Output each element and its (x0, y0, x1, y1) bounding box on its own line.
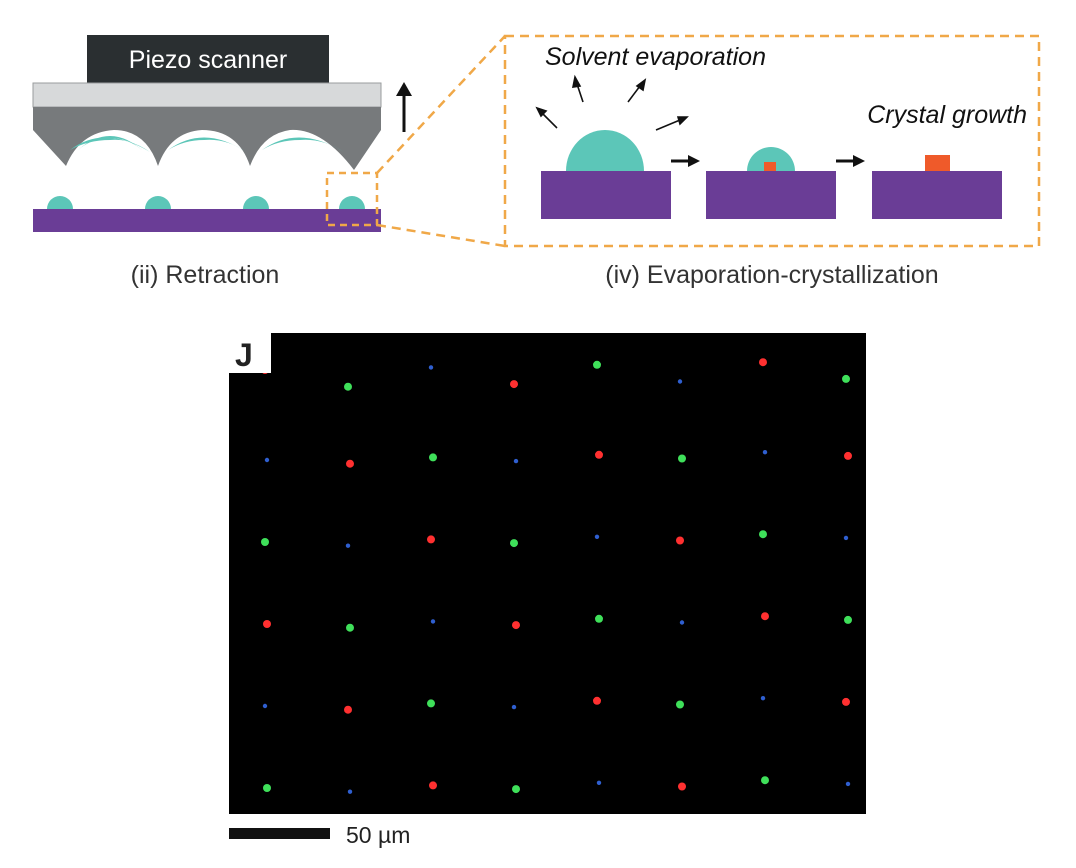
scale-bar-label: 50 µm (346, 822, 410, 848)
blue-dot (513, 458, 519, 464)
grown-crystal (925, 155, 950, 171)
blue-dot (845, 781, 851, 787)
green-dot (263, 784, 271, 792)
red-dot (761, 612, 769, 621)
fluorescent-dot-array (261, 358, 852, 794)
scanner-plate (32, 82, 382, 108)
piezo-scanner-block (87, 35, 329, 83)
blue-dot (760, 696, 766, 701)
retraction-caption: (ii) Retraction (131, 261, 280, 289)
evaporation-panel: Solvent evaporation Crystal growth (iv) … (503, 34, 1041, 289)
solvent-droplet (566, 130, 644, 171)
evaporation-arrows-icon (535, 74, 689, 131)
substrate (33, 209, 381, 232)
pen-ink (70, 137, 150, 152)
green-dot (761, 776, 769, 785)
blue-dot (762, 450, 768, 455)
pen-ink (262, 137, 344, 152)
micrograph-image (229, 333, 866, 814)
panel-letter: J (235, 337, 253, 373)
red-dot (344, 705, 352, 714)
zoom-region-box (325, 171, 379, 227)
green-dot (844, 615, 852, 624)
red-dot (427, 535, 435, 544)
red-dot (759, 358, 767, 367)
crystal-nucleus (764, 162, 776, 171)
blue-dot (843, 535, 849, 541)
green-dot (346, 623, 354, 632)
green-dot (759, 530, 767, 539)
blue-dot (596, 780, 602, 785)
substrate (872, 171, 1002, 219)
zoom-connector (376, 35, 506, 174)
ink-droplet (243, 196, 269, 209)
blue-dot (679, 620, 685, 625)
green-dot (510, 539, 518, 548)
piezo-scanner-label: Piezo scanner (129, 46, 287, 74)
evaporation-caption: (iv) Evaporation-crystallization (605, 261, 938, 289)
red-dot (346, 459, 354, 468)
process-arrow-icon (836, 155, 865, 167)
solvent-evaporation-label: Solvent evaporation (545, 43, 766, 71)
ink-droplet (47, 196, 73, 209)
retraction-arrow-icon (396, 82, 412, 132)
blue-dot (428, 365, 434, 370)
red-dot (263, 620, 271, 628)
retraction-panel: Piezo scanner (ii) Retraction (32, 35, 412, 289)
red-dot (595, 450, 603, 459)
green-dot (593, 360, 601, 369)
green-dot (429, 453, 437, 462)
green-dot (344, 382, 352, 391)
crystal-growth-label: Crystal growth (867, 101, 1027, 129)
red-dot (510, 380, 518, 389)
blue-dot (594, 534, 600, 539)
substrate (706, 171, 836, 219)
green-dot (842, 374, 850, 383)
scale-bar (229, 828, 330, 839)
blue-dot (677, 379, 683, 384)
blue-dot (347, 789, 353, 794)
ink-droplet (339, 196, 365, 209)
green-dot (676, 700, 684, 709)
micrograph-panel: J 50 µm (229, 333, 866, 848)
blue-dot (262, 703, 268, 709)
red-dot (678, 782, 686, 791)
panel-letter-background (229, 333, 271, 373)
zoom-inset-box (503, 34, 1041, 248)
red-dot (842, 697, 850, 706)
green-dot (678, 454, 686, 463)
blue-dot (345, 543, 351, 548)
pen-array (33, 107, 381, 170)
green-dot (595, 614, 603, 623)
substrate (541, 171, 671, 219)
blue-dot (511, 704, 517, 710)
shrinking-droplet (747, 147, 795, 171)
red-dot (593, 696, 601, 705)
zoom-connector (376, 223, 506, 248)
green-dot (261, 538, 269, 546)
red-dot (429, 781, 437, 790)
red-dot (676, 536, 684, 545)
blue-dot (264, 457, 270, 463)
ink-droplet (145, 196, 171, 209)
process-arrow-icon (671, 155, 700, 167)
blue-dot (430, 619, 436, 624)
red-dot (512, 621, 520, 630)
green-dot (512, 785, 520, 794)
pen-ink (168, 137, 246, 152)
green-dot (427, 699, 435, 708)
red-dot (844, 451, 852, 460)
